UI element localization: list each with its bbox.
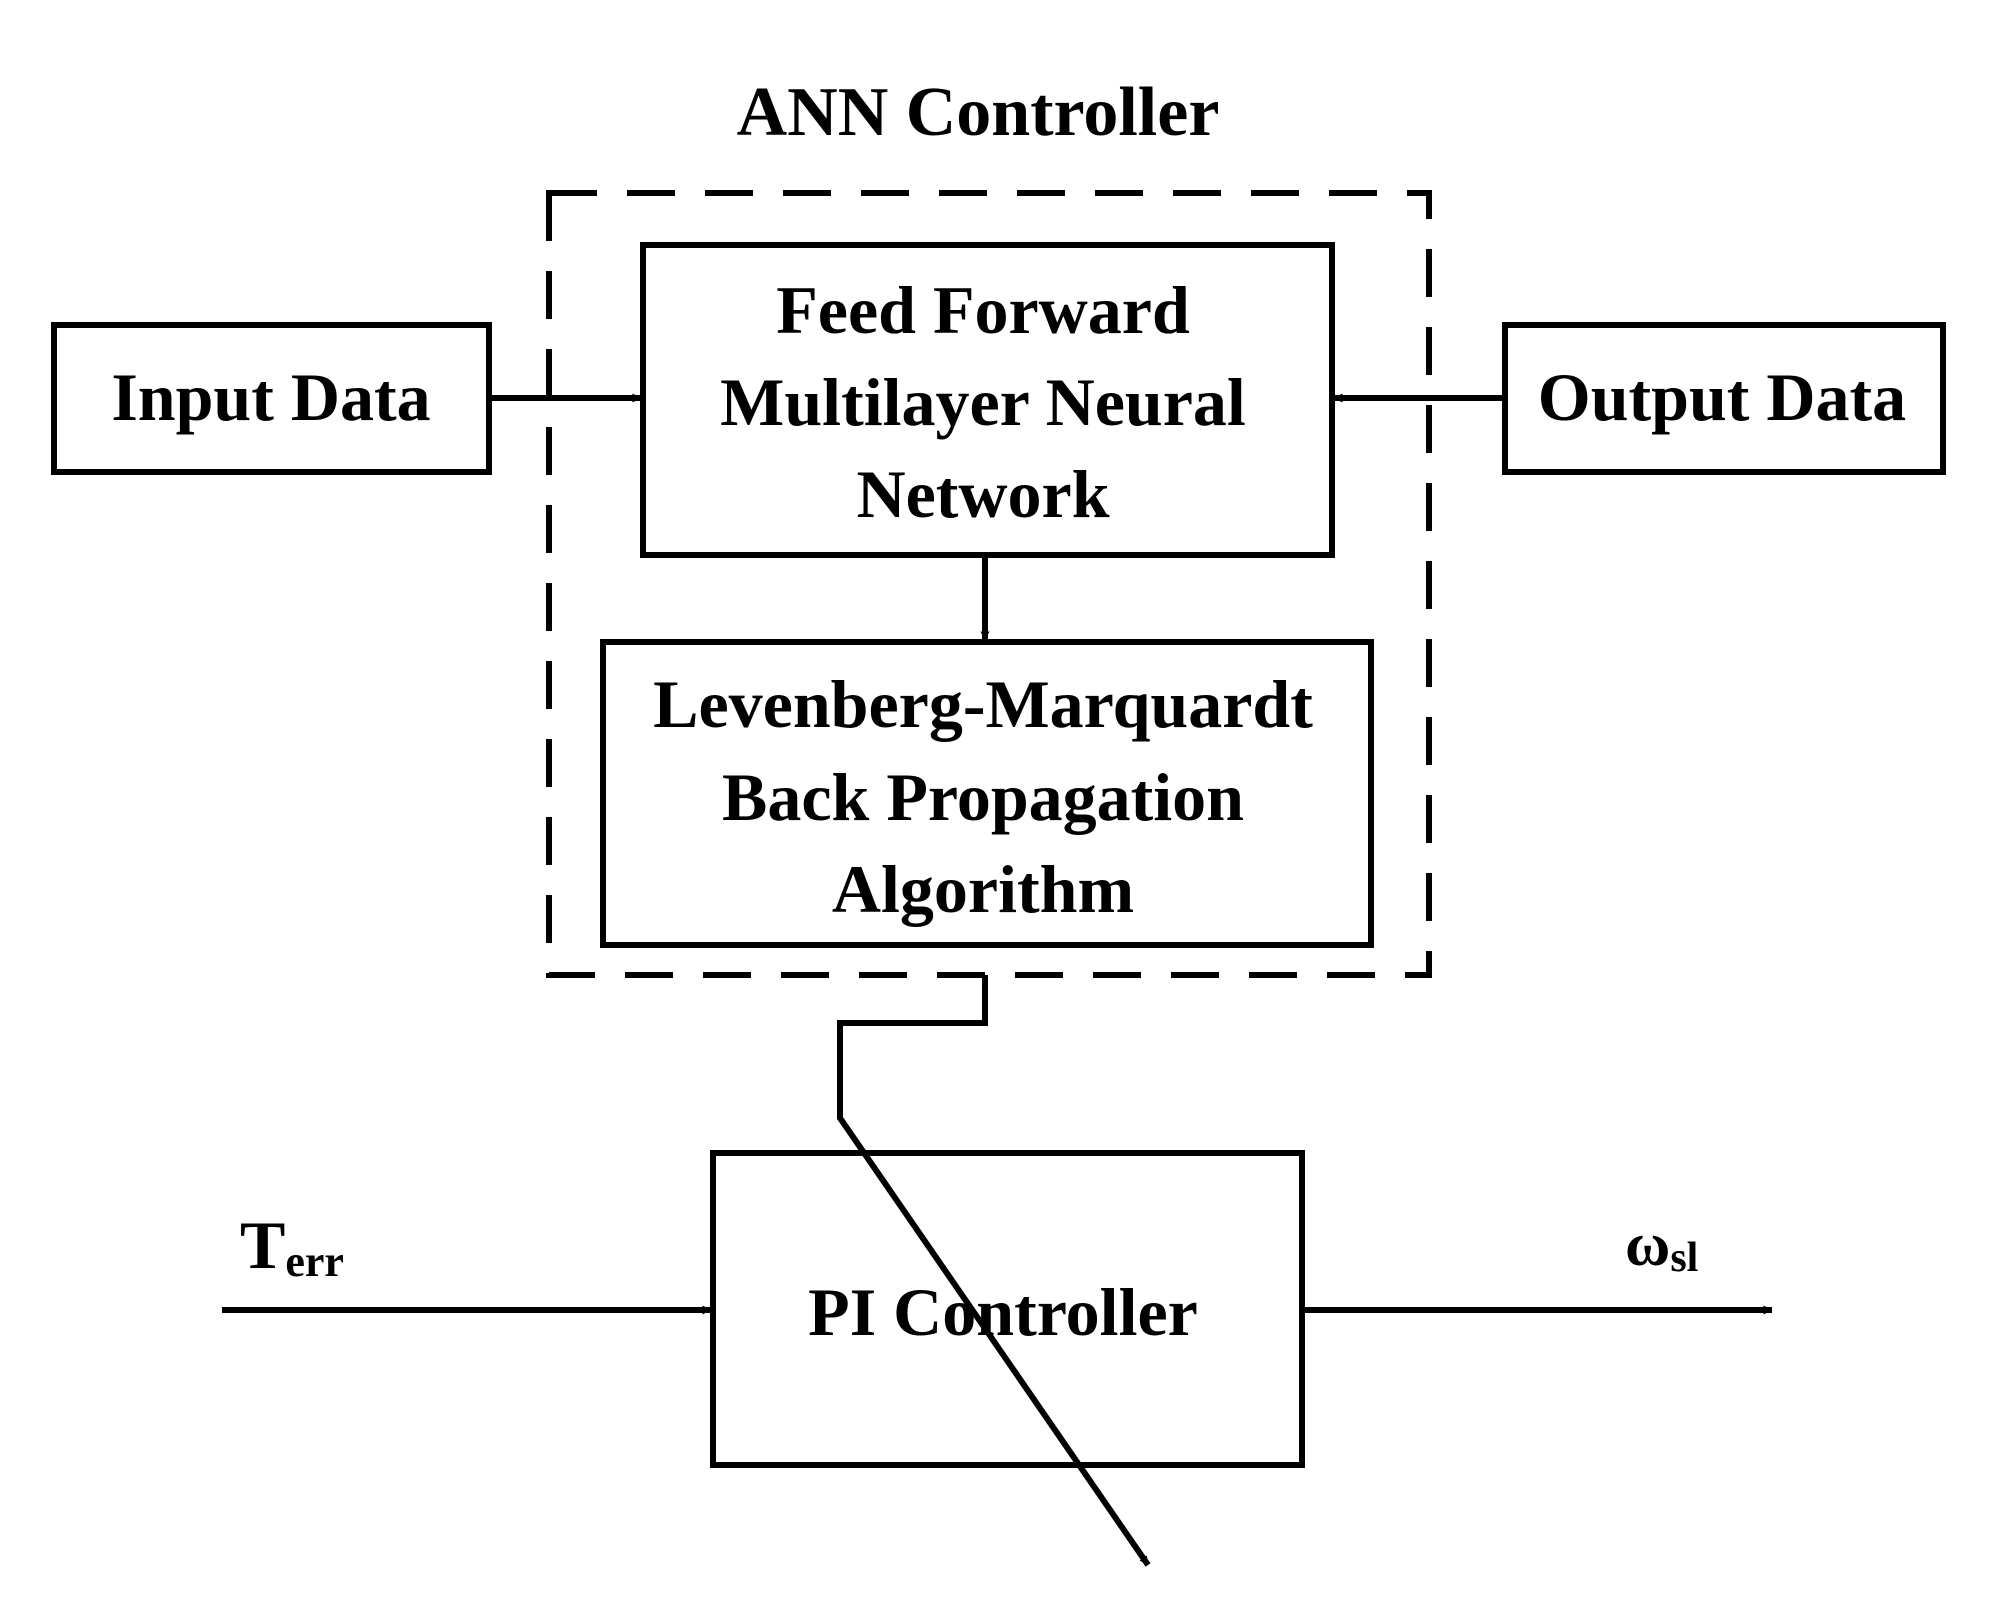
terr-subscript: err — [285, 1237, 344, 1286]
lm-label-line-3: Algorithm — [832, 851, 1134, 927]
terr-signal-label: Terr — [240, 1207, 344, 1286]
wsl-signal-label: ωsl — [1625, 1211, 1698, 1281]
lm-label-line-1: Levenberg-Marquardt — [653, 666, 1313, 742]
lm-to-pi-tuning-arrow — [837, 975, 1151, 1567]
output-data-block — [1502, 322, 1946, 475]
diagram-title: ANN Controller — [737, 74, 1220, 151]
pi-controller-block — [710, 1150, 1305, 1468]
pi-controller-label: PI Controller — [808, 1274, 1198, 1350]
lm-block — [600, 639, 1374, 948]
wsl-subscript: sl — [1670, 1235, 1698, 1281]
ffnn-label-line-2: Multilayer Neural — [720, 364, 1246, 440]
terr-main: T — [240, 1207, 285, 1283]
ffnn-label-line-1: Feed Forward — [776, 272, 1190, 348]
lm-label-line-2: Back Propagation — [722, 759, 1244, 835]
ann-controller-boundary — [546, 190, 1432, 978]
ffnn-label-line-3: Network — [856, 456, 1109, 532]
input-data-label: Input Data — [111, 359, 430, 435]
input-data-block — [51, 322, 492, 475]
output-data-label: Output Data — [1538, 359, 1906, 435]
wsl-main: ω — [1625, 1211, 1670, 1279]
